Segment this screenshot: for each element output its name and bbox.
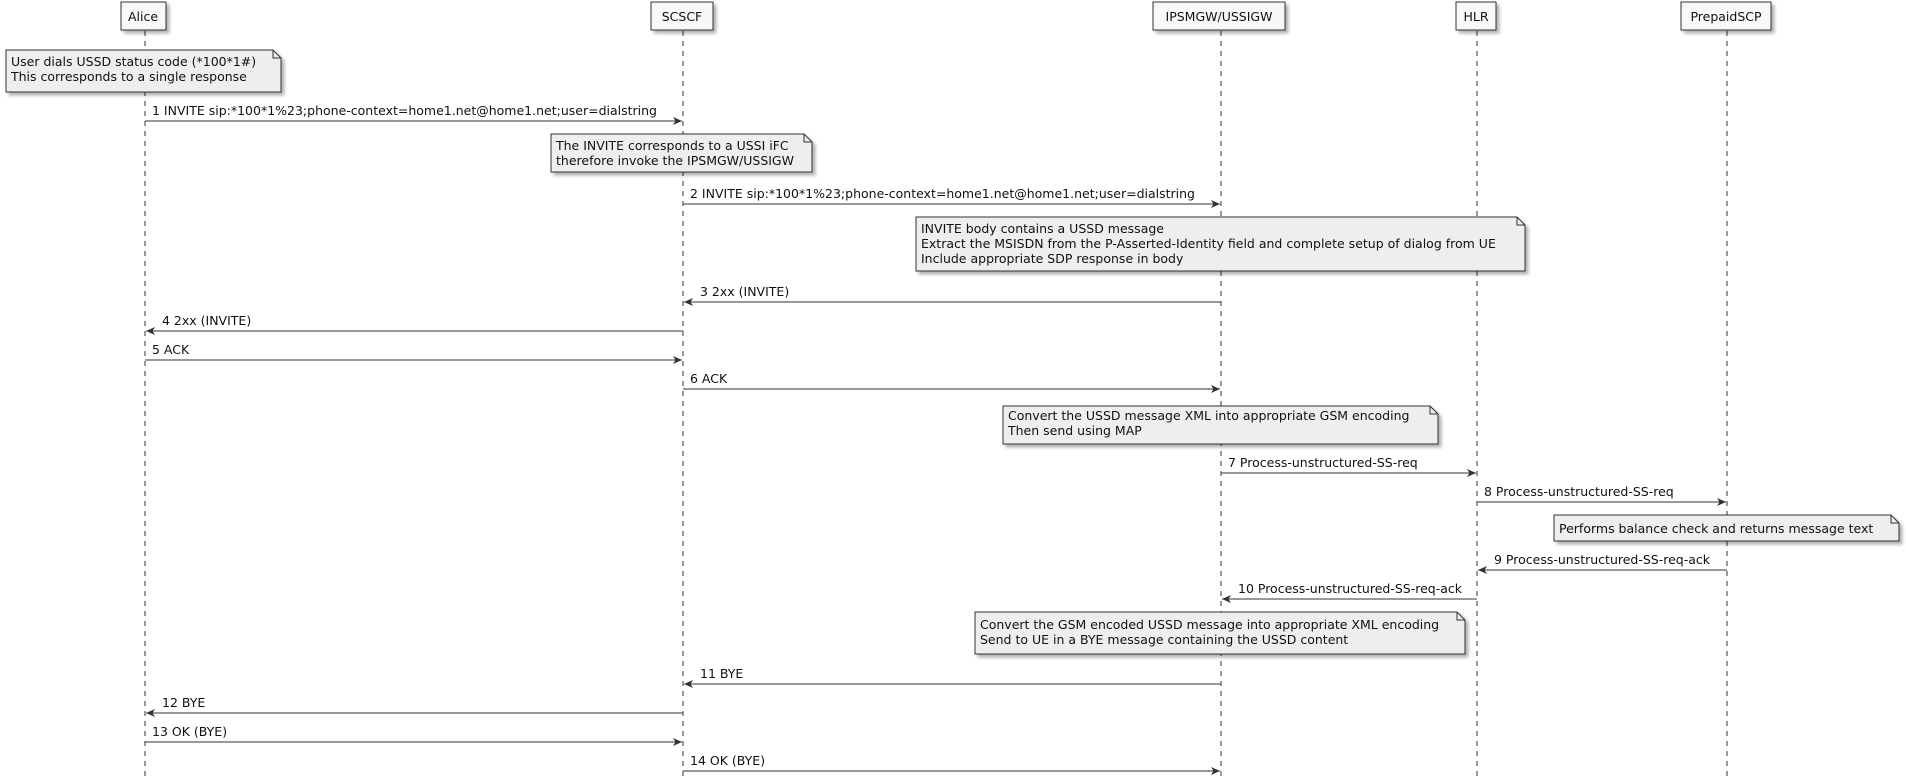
participant-alice-label: Alice	[128, 9, 158, 24]
participant-scscf[interactable]: SCSCF	[650, 1, 714, 31]
message-label: 10 Process-unstructured-SS-req-ack	[1238, 581, 1463, 596]
note-line: Include appropriate SDP response in body	[921, 251, 1184, 266]
message-label: 1 INVITE sip:*100*1%23;phone-context=hom…	[152, 103, 657, 118]
note-invite-body: INVITE body contains a USSD message Extr…	[915, 216, 1526, 272]
message-6: 6 ACK	[683, 371, 1220, 393]
message-label: 13 OK (BYE)	[152, 724, 227, 739]
participant-scscf-label: SCSCF	[662, 9, 703, 24]
note-line: INVITE body contains a USSD message	[921, 221, 1164, 236]
message-7: 7 Process-unstructured-SS-req	[1221, 455, 1476, 477]
message-label: 7 Process-unstructured-SS-req	[1228, 455, 1418, 470]
message-label: 14 OK (BYE)	[690, 753, 765, 768]
lifelines	[144, 31, 1728, 779]
note-ussi-ifc: The INVITE corresponds to a USSI iFC the…	[550, 133, 813, 173]
participant-hlr[interactable]: HLR	[1455, 1, 1497, 31]
message-5: 5 ACK	[145, 342, 682, 364]
message-label: 3 2xx (INVITE)	[700, 284, 789, 299]
message-3: 3 2xx (INVITE)	[684, 284, 1221, 306]
message-12: 12 BYE	[146, 695, 683, 717]
note-line: This corresponds to a single response	[10, 69, 247, 84]
note-line: Performs balance check and returns messa…	[1559, 521, 1873, 536]
note-line: Send to UE in a BYE message containing t…	[980, 632, 1348, 647]
note-line: Convert the USSD message XML into approp…	[1008, 408, 1409, 423]
message-9: 9 Process-unstructured-SS-req-ack	[1478, 552, 1727, 574]
participant-prepaid-label: PrepaidSCP	[1690, 9, 1762, 24]
participant-ipsmgw-ussigw[interactable]: IPSMGW/USSIGW	[1152, 1, 1286, 31]
participant-hlr-label: HLR	[1463, 9, 1488, 24]
message-4: 4 2xx (INVITE)	[146, 313, 683, 335]
note-user-dials: User dials USSD status code (*100*1#) Th…	[5, 49, 282, 93]
note-convert-gsm: Convert the GSM encoded USSD message int…	[974, 611, 1466, 655]
message-10: 10 Process-unstructured-SS-req-ack	[1222, 581, 1477, 603]
message-label: 5 ACK	[152, 342, 190, 357]
note-line: Convert the GSM encoded USSD message int…	[980, 617, 1439, 632]
message-label: 6 ACK	[690, 371, 728, 386]
message-1: 1 INVITE sip:*100*1%23;phone-context=hom…	[145, 103, 682, 125]
note-line: Then send using MAP	[1007, 423, 1142, 438]
note-line: Extract the MSISDN from the P-Asserted-I…	[921, 236, 1496, 251]
message-label: 11 BYE	[700, 666, 743, 681]
note-balance-check: Performs balance check and returns messa…	[1553, 514, 1900, 542]
message-label: 4 2xx (INVITE)	[162, 313, 251, 328]
participant-alice[interactable]: Alice	[120, 1, 167, 31]
note-line: The INVITE corresponds to a USSI iFC	[555, 138, 789, 153]
message-13: 13 OK (BYE)	[145, 724, 682, 746]
message-label: 2 INVITE sip:*100*1%23;phone-context=hom…	[690, 186, 1195, 201]
message-8: 8 Process-unstructured-SS-req	[1477, 484, 1726, 506]
message-14: 14 OK (BYE)	[683, 753, 1220, 775]
message-label: 9 Process-unstructured-SS-req-ack	[1494, 552, 1711, 567]
participant-prepaidscp[interactable]: PrepaidSCP	[1680, 1, 1772, 31]
message-11: 11 BYE	[684, 666, 1221, 688]
note-line: User dials USSD status code (*100*1#)	[11, 54, 256, 69]
note-convert-xml: Convert the USSD message XML into approp…	[1002, 405, 1439, 445]
message-label: 12 BYE	[162, 695, 205, 710]
message-2: 2 INVITE sip:*100*1%23;phone-context=hom…	[683, 186, 1220, 208]
message-label: 8 Process-unstructured-SS-req	[1484, 484, 1674, 499]
participant-ipsmgw-label: IPSMGW/USSIGW	[1166, 9, 1273, 24]
messages: 1 INVITE sip:*100*1%23;phone-context=hom…	[145, 103, 1727, 775]
note-line: therefore invoke the IPSMGW/USSIGW	[556, 153, 794, 168]
